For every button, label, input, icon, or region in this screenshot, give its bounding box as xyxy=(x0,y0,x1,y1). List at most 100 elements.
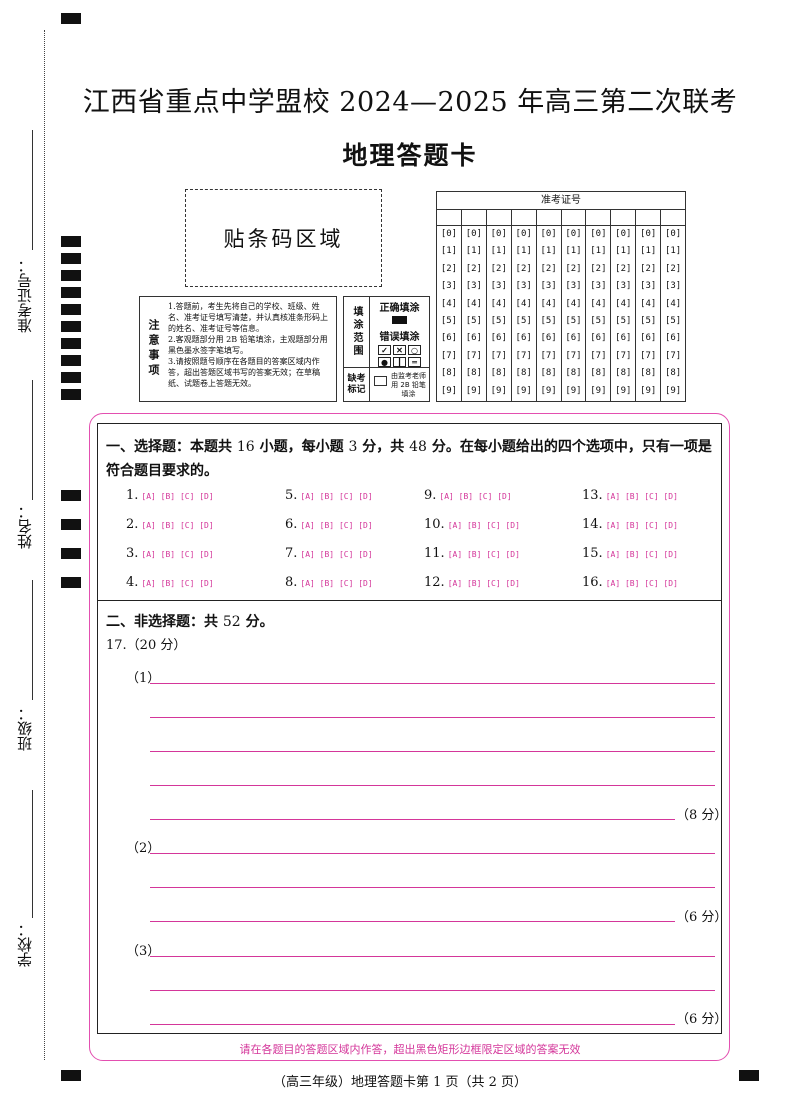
exam-id-digit-bubble[interactable]: [7] xyxy=(664,350,682,361)
exam-id-write-cell[interactable] xyxy=(437,210,461,226)
exam-id-digit-bubble[interactable]: [1] xyxy=(615,246,632,257)
option-bubbles[interactable]: [A] [B] [C] [D] xyxy=(300,521,373,530)
exam-id-digit-bubble[interactable]: [6] xyxy=(664,333,682,344)
exam-id-digit-bubble[interactable]: [7] xyxy=(615,350,632,361)
exam-id-digit-bubble[interactable]: [0] xyxy=(540,229,557,239)
exam-id-digit-bubble[interactable]: [8] xyxy=(490,368,507,379)
exam-id-digit-bubble[interactable]: [6] xyxy=(590,333,607,344)
exam-id-digit-bubble[interactable]: [2] xyxy=(540,263,557,274)
exam-id-digit-bubble[interactable]: [0] xyxy=(490,229,507,239)
option-bubbles[interactable]: [A] [B] [C] [D] xyxy=(300,579,373,588)
option-bubbles[interactable]: [A] [B] [C] [D] xyxy=(605,521,678,530)
option-bubbles[interactable]: [A] [B] [C] [D] xyxy=(605,492,678,501)
answer-line[interactable] xyxy=(150,819,675,820)
exam-id-digit-bubble[interactable]: [0] xyxy=(640,229,657,239)
answer-line[interactable] xyxy=(150,921,675,922)
absent-checkbox[interactable] xyxy=(374,376,387,386)
option-bubbles[interactable]: [A] [B] [C] [D] xyxy=(141,521,214,530)
exam-id-digit-bubble[interactable]: [4] xyxy=(490,298,507,309)
answer-line[interactable] xyxy=(150,887,715,888)
exam-id-digit-bubble[interactable]: [6] xyxy=(540,333,557,344)
exam-id-digit-bubble[interactable]: [9] xyxy=(615,385,632,396)
exam-id-write-cell[interactable] xyxy=(536,210,561,226)
exam-id-digit-bubble[interactable]: [5] xyxy=(540,315,557,326)
exam-id-digit-bubble[interactable]: [7] xyxy=(640,350,657,361)
exam-id-digit-bubble[interactable]: [2] xyxy=(490,263,507,274)
exam-id-digit-bubble[interactable]: [5] xyxy=(664,315,682,326)
exam-id-digit-bubble[interactable]: [7] xyxy=(465,350,482,361)
exam-id-digit-bubble[interactable]: [4] xyxy=(565,298,582,309)
option-bubbles[interactable]: [A] [B] [C] [D] xyxy=(447,550,520,559)
exam-id-digit-bubble[interactable]: [8] xyxy=(540,368,557,379)
exam-id-digit-bubble[interactable]: [0] xyxy=(465,229,482,239)
exam-id-digit-bubble[interactable]: [9] xyxy=(664,385,682,396)
option-bubbles[interactable]: [A] [B] [C] [D] xyxy=(447,579,520,588)
exam-id-digit-bubble[interactable]: [8] xyxy=(615,368,632,379)
exam-id-digit-bubble[interactable]: [7] xyxy=(565,350,582,361)
exam-id-write-cell[interactable] xyxy=(511,210,536,226)
exam-id-digit-bubble[interactable]: [2] xyxy=(440,263,458,274)
exam-id-digit-bubble[interactable]: [8] xyxy=(664,368,682,379)
exam-id-digit-bubble[interactable]: [4] xyxy=(640,298,657,309)
option-bubbles[interactable]: [A] [B] [C] [D] xyxy=(439,492,512,501)
exam-id-digit-bubble[interactable]: [5] xyxy=(465,315,482,326)
exam-id-digit-bubble[interactable]: [1] xyxy=(590,246,607,257)
exam-id-digit-bubble[interactable]: [3] xyxy=(640,281,657,292)
exam-id-digit-bubble[interactable]: [9] xyxy=(440,385,458,396)
exam-id-digit-bubble[interactable]: [7] xyxy=(540,350,557,361)
exam-id-digit-bubble[interactable]: [0] xyxy=(440,229,458,239)
exam-id-digit-bubble[interactable]: [0] xyxy=(515,229,532,239)
exam-id-digit-bubble[interactable]: [4] xyxy=(515,298,532,309)
option-bubbles[interactable]: [A] [B] [C] [D] xyxy=(141,579,214,588)
answer-line[interactable] xyxy=(150,1024,675,1025)
option-bubbles[interactable]: [A] [B] [C] [D] xyxy=(605,579,678,588)
exam-id-digit-bubble[interactable]: [1] xyxy=(565,246,582,257)
exam-id-digit-bubble[interactable]: [7] xyxy=(515,350,532,361)
answer-line[interactable] xyxy=(150,717,715,718)
exam-id-digit-bubble[interactable]: [4] xyxy=(615,298,632,309)
option-bubbles[interactable]: [A] [B] [C] [D] xyxy=(605,550,678,559)
exam-id-digit-bubble[interactable]: [7] xyxy=(440,350,458,361)
exam-id-digit-bubble[interactable]: [5] xyxy=(440,315,458,326)
answer-line[interactable] xyxy=(150,751,715,752)
answer-line[interactable] xyxy=(150,853,715,854)
exam-id-digit-bubble[interactable]: [5] xyxy=(565,315,582,326)
exam-id-digit-bubble[interactable]: [1] xyxy=(515,246,532,257)
exam-id-digit-bubble[interactable]: [6] xyxy=(615,333,632,344)
exam-id-digit-bubble[interactable]: [8] xyxy=(590,368,607,379)
exam-id-digit-bubble[interactable]: [7] xyxy=(590,350,607,361)
exam-id-write-cell[interactable] xyxy=(586,210,611,226)
exam-id-digit-bubble[interactable]: [0] xyxy=(615,229,632,239)
answer-line[interactable] xyxy=(150,683,715,684)
exam-id-digit-bubble[interactable]: [3] xyxy=(540,281,557,292)
exam-id-digit-bubble[interactable]: [6] xyxy=(515,333,532,344)
exam-id-write-cell[interactable] xyxy=(461,210,486,226)
exam-id-digit-bubble[interactable]: [4] xyxy=(465,298,482,309)
exam-id-digit-bubble[interactable]: [2] xyxy=(465,263,482,274)
exam-id-digit-bubble[interactable]: [1] xyxy=(440,246,458,257)
exam-id-digit-bubble[interactable]: [9] xyxy=(490,385,507,396)
exam-id-digit-bubble[interactable]: [3] xyxy=(615,281,632,292)
exam-id-digit-bubble[interactable]: [5] xyxy=(590,315,607,326)
exam-id-write-cell[interactable] xyxy=(611,210,636,226)
exam-id-digit-bubble[interactable]: [2] xyxy=(565,263,582,274)
exam-id-digit-bubble[interactable]: [5] xyxy=(490,315,507,326)
exam-id-digit-bubble[interactable]: [4] xyxy=(664,298,682,309)
exam-id-digit-bubble[interactable]: [3] xyxy=(515,281,532,292)
exam-id-digit-bubble[interactable]: [8] xyxy=(515,368,532,379)
exam-id-digit-bubble[interactable]: [9] xyxy=(540,385,557,396)
option-bubbles[interactable]: [A] [B] [C] [D] xyxy=(141,550,214,559)
exam-id-digit-bubble[interactable]: [9] xyxy=(465,385,482,396)
exam-id-digit-bubble[interactable]: [9] xyxy=(565,385,582,396)
answer-line[interactable] xyxy=(150,785,715,786)
exam-id-digit-bubble[interactable]: [6] xyxy=(640,333,657,344)
exam-id-digit-bubble[interactable]: [2] xyxy=(515,263,532,274)
exam-id-digit-bubble[interactable]: [1] xyxy=(490,246,507,257)
exam-id-write-cell[interactable] xyxy=(661,210,686,226)
exam-id-digit-bubble[interactable]: [5] xyxy=(515,315,532,326)
exam-id-digit-bubble[interactable]: [3] xyxy=(490,281,507,292)
exam-id-digit-bubble[interactable]: [9] xyxy=(640,385,657,396)
exam-id-digit-bubble[interactable]: [2] xyxy=(664,263,682,274)
exam-id-digit-bubble[interactable]: [5] xyxy=(640,315,657,326)
exam-id-digit-bubble[interactable]: [7] xyxy=(490,350,507,361)
